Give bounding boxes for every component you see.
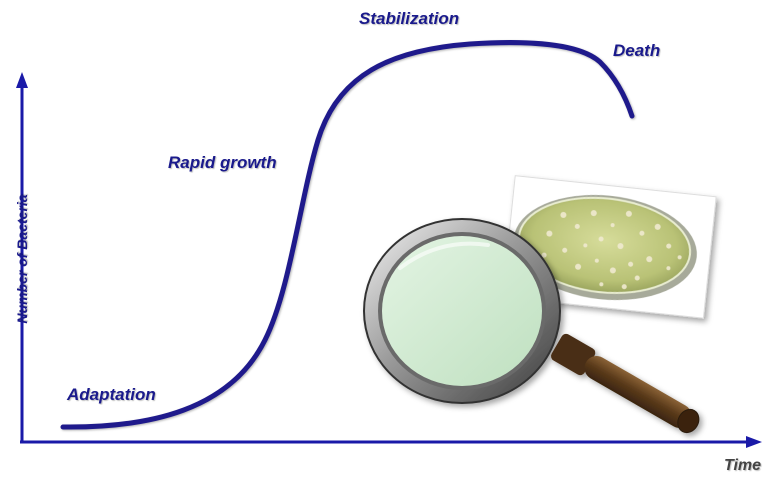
- y-axis: [16, 72, 28, 442]
- phase-label-stabilization: Stabilization: [359, 9, 460, 28]
- x-axis-label: Time: [724, 457, 762, 474]
- y-axis-label: Number of Bacteria: [14, 194, 30, 324]
- phase-label-death: Death: [613, 41, 661, 60]
- phase-label-rapid-growth: Rapid growth: [168, 153, 277, 172]
- x-axis: [20, 436, 762, 448]
- magnifying-glass-icon: [363, 218, 700, 434]
- phase-label-adaptation: Adaptation: [67, 385, 156, 404]
- growth-curve: [60, 40, 635, 430]
